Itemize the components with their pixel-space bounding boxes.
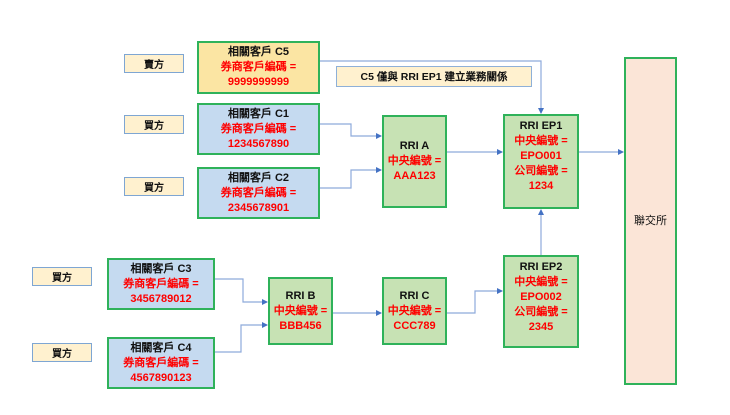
client-box-c2: 相關客戶 C2 券商客戶編碼 = 2345678901 [197, 167, 320, 219]
rri-central-label: 中央編號 = [273, 304, 328, 317]
rri-central-label: 中央編號 = [387, 304, 442, 317]
rri-title: RRI B [285, 289, 316, 302]
client-id-label: 券商客戶編碼 = [220, 122, 297, 135]
client-box-c1: 相關客戶 C1 券商客戶編碼 = 1234567890 [197, 103, 320, 155]
role-label-c4: 買方 [32, 343, 92, 362]
connector-c3-rrib [215, 278, 268, 305]
client-id-label: 券商客戶編碼 = [220, 186, 297, 199]
rri-title: RRI C [399, 289, 430, 302]
role-label-c5: 賣方 [124, 54, 184, 73]
client-title: 相關客戶 C3 [130, 262, 192, 275]
exchange-box: 聯交所 [624, 57, 677, 385]
client-title: 相關客戶 C1 [227, 107, 290, 120]
rri-box-c: RRI C 中央編號 = CCC789 [382, 277, 447, 345]
client-id-value: 2345678901 [227, 201, 290, 214]
rri-central-value: CCC789 [393, 319, 436, 332]
rri-central-value: BBB456 [279, 319, 322, 332]
client-id-value: 4567890123 [130, 371, 192, 384]
connector-c4-rrib [215, 322, 268, 353]
client-title: 相關客戶 C4 [130, 341, 192, 354]
rri-company-value: 1234 [528, 180, 554, 192]
client-id-label: 券商客戶編碼 = [220, 61, 297, 73]
rri-box-a: RRI A 中央編號 = AAA123 [382, 115, 447, 208]
client-title: 相關客戶 C5 [227, 46, 290, 58]
relationship-note: C5 僅與 RRI EP1 建立業務關係 [336, 66, 532, 87]
client-id-label: 券商客戶編碼 = [123, 277, 199, 290]
client-box-c5: 相關客戶 C5 券商客戶編碼 = 9999999999 [197, 41, 320, 94]
rri-title: RRI A [399, 140, 430, 152]
connector-c5-ep1 [320, 60, 544, 114]
role-label-c1: 買方 [124, 115, 184, 134]
client-box-c3: 相關客戶 C3 券商客戶編碼 = 3456789012 [107, 258, 215, 310]
rri-title: RRI EP2 [519, 261, 563, 273]
client-title: 相關客戶 C2 [227, 171, 290, 184]
rri-company-label: 公司編號 = [514, 306, 568, 318]
connector-rric-ep2 [447, 288, 503, 314]
rri-company-label: 公司編號 = [514, 165, 568, 177]
rri-box-ep1: RRI EP1 中央編號 = EPO001 公司編號 = 1234 [503, 114, 579, 209]
client-box-c4: 相關客戶 C4 券商客戶編碼 = 4567890123 [107, 337, 215, 389]
rri-central-value: EPO001 [520, 150, 562, 162]
connector-c2-rria [320, 167, 382, 189]
client-id-label: 券商客戶編碼 = [123, 356, 199, 369]
client-id-value: 3456789012 [130, 292, 192, 305]
rri-company-value: 2345 [528, 321, 554, 333]
role-label-c2: 買方 [124, 177, 184, 196]
rri-box-ep2: RRI EP2 中央編號 = EPO002 公司編號 = 2345 [503, 255, 579, 348]
rri-box-b: RRI B 中央編號 = BBB456 [268, 277, 333, 345]
rri-central-value: EPO002 [520, 291, 562, 303]
rri-central-label: 中央編號 = [514, 276, 568, 288]
rri-central-value: AAA123 [393, 170, 436, 182]
connector-c1-rria [320, 123, 382, 139]
client-id-value: 1234567890 [227, 137, 290, 150]
rri-central-label: 中央編號 = [514, 135, 568, 147]
rri-title: RRI EP1 [519, 120, 563, 132]
rri-central-label: 中央編號 = [387, 155, 442, 167]
role-label-c3: 買方 [32, 267, 92, 286]
client-id-value: 9999999999 [227, 76, 290, 88]
exchange-label: 聯交所 [634, 214, 667, 227]
